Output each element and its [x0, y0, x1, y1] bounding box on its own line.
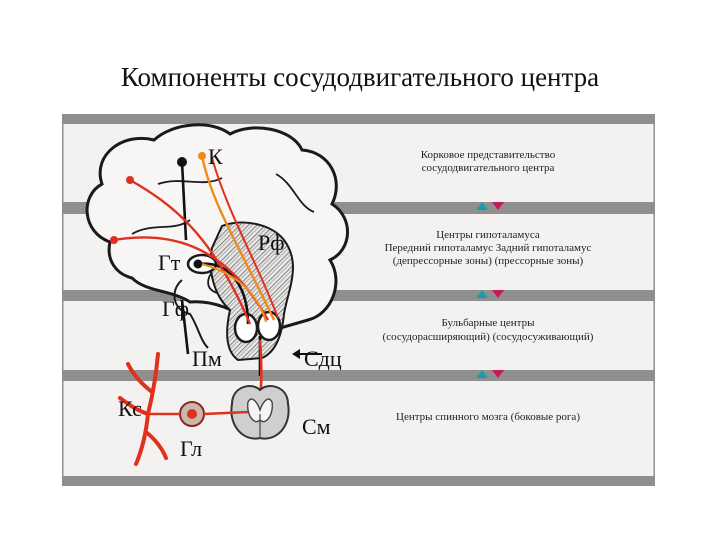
red-node-1: [126, 176, 134, 184]
level-3-line-1: Бульбарные центры: [442, 317, 536, 329]
band-3: [62, 370, 655, 381]
slide-title: Компоненты сосудодвигательного центра: [0, 62, 720, 93]
label-rf: Рф: [258, 230, 285, 255]
orange-node-1: [198, 152, 206, 160]
label-gt: Гт: [158, 250, 181, 275]
ganglion-core: [187, 409, 197, 419]
level-4-line-1: Центры спинного мозга (боковые рога): [396, 411, 580, 423]
cortex-node: [177, 157, 187, 167]
level-1-line-2: сосудодвигательного центра: [422, 162, 555, 174]
band-2: [62, 290, 655, 301]
red-node-2: [110, 236, 118, 244]
label-sm: См: [302, 414, 331, 439]
label-ks: Кс: [118, 396, 142, 421]
figure-svg: К Рф Гт Гф Пм Сдц Кс Гл См Корковое пред…: [62, 114, 655, 486]
label-gf: Гф: [162, 296, 189, 321]
label-k: К: [208, 144, 223, 169]
label-sdc: Сдц: [304, 346, 342, 371]
band-top: [62, 114, 655, 124]
hypothalamic-node: [194, 260, 203, 269]
band-bottom: [62, 476, 655, 486]
medulla-left-oval: [235, 314, 257, 342]
vasomotor-center-figure: К Рф Гт Гф Пм Сдц Кс Гл См Корковое пред…: [62, 114, 655, 486]
label-gl: Гл: [180, 436, 202, 461]
level-2-line-3: (депрессорные зоны) (прессорные зоны): [393, 255, 584, 267]
label-pm: Пм: [192, 346, 222, 371]
level-1-line-1: Корковое представительство: [421, 149, 556, 161]
level-3-line-2: (сосудорасширяющий) (сосудосуживающий): [383, 331, 594, 343]
level-2-line-1: Центры гипоталамуса: [436, 229, 540, 241]
level-2-line-2: Передний гипоталамус Задний гипоталамус: [385, 242, 592, 254]
